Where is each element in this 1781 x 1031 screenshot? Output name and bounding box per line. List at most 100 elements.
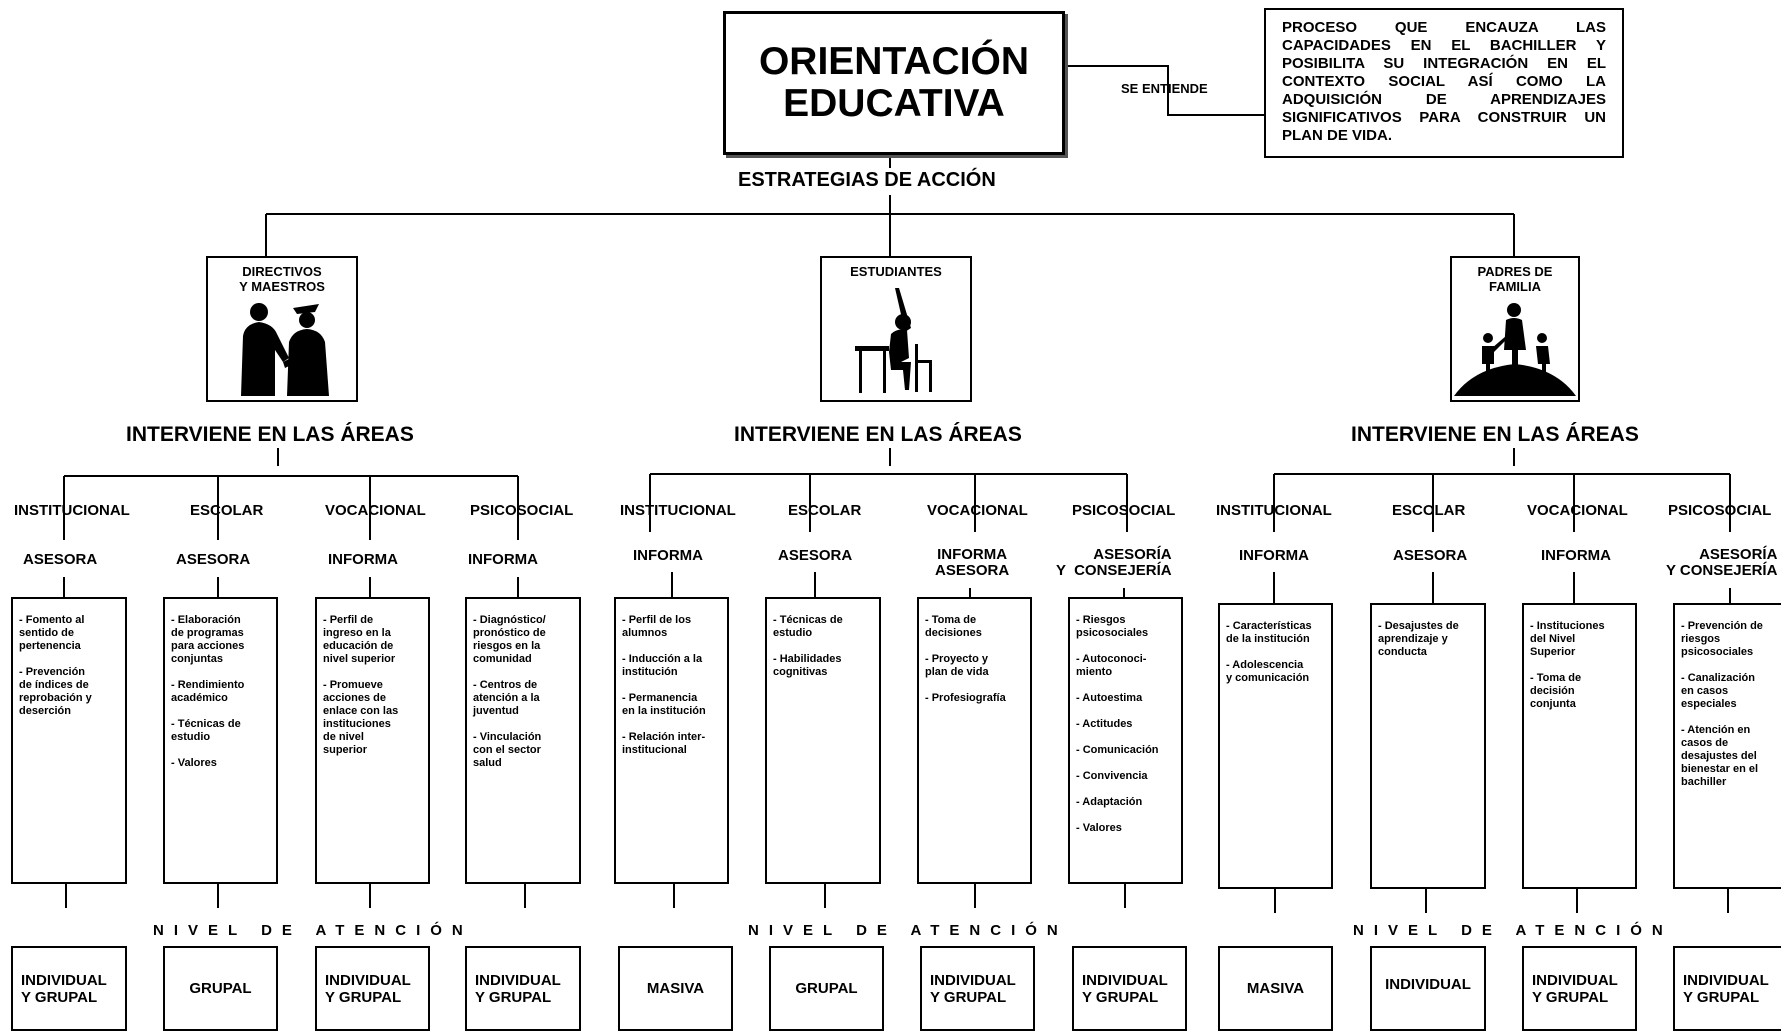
list-item: - Adolescencia y comunicación [1226,659,1310,684]
list-item: - Valores [171,757,217,769]
area-name: VOCACIONAL [1527,502,1628,519]
content-box: - Riesgos psicosociales - Autoconoci- mi… [1068,597,1183,884]
level-text: INDIVIDUAL Y GRUPAL [21,971,107,1006]
list-item: - Perfil de ingreso en la educación de n… [323,614,396,665]
definition-text: PROCESO QUE ENCAUZA LAS CAPACIDADES EN E… [1282,19,1606,144]
level-text: INDIVIDUAL Y GRUPAL [1532,971,1618,1006]
handshake-icon [241,303,329,396]
family-icon [1454,303,1576,396]
area-name: PSICOSOCIAL [1072,502,1176,519]
group-label: ESTUDIANTES [850,264,942,279]
level-box: MASIVA [1218,946,1333,1031]
area-name: INSTITUCIONAL [620,502,736,519]
list-item: - Comunicación [1076,744,1159,756]
list-item: - Habilidades cognitivas [773,653,842,678]
level-box: INDIVIDUAL Y GRUPAL [920,946,1035,1031]
list-item: - Canalización en casos especiales [1681,672,1755,710]
list-item: - Inducción a la institución [622,653,703,678]
list-item: - Instituciones del Nivel Superior [1530,620,1605,658]
group-box-estudiantes: ESTUDIANTES [820,256,972,402]
list-item: - Perfil de los alumnos [622,614,692,639]
list-item: - Vinculación con el sector salud [473,731,542,769]
intervene-label: INTERVIENE EN LAS ÁREAS [734,423,1022,446]
level-box: GRUPAL [163,946,278,1031]
area-action: INFORMA ASESORA [935,546,1010,579]
list-item: - Toma de decisión conjunta [1530,672,1582,710]
student-icon [855,288,932,393]
area-name: PSICOSOCIAL [1668,502,1772,519]
group-box-directivos: DIRECTIVOS Y MAESTROS [206,256,358,402]
area-action: ASESORA [1393,547,1468,564]
list-item: - Prevención de índices de reprobación y… [19,666,92,717]
diagram-title: ORIENTACIÓN EDUCATIVA [723,11,1065,155]
group-box-padres: PADRES DE FAMILIA [1450,256,1580,402]
area-action: INFORMA [633,547,703,564]
intervene-label: INTERVIENE EN LAS ÁREAS [126,423,414,446]
group-label: PADRES DE FAMILIA [1477,264,1553,294]
list-item: - Autoestima [1076,692,1143,704]
level-box: GRUPAL [769,946,884,1031]
list-item: - Valores [1076,822,1122,834]
area-name: VOCACIONAL [325,502,426,519]
definition-box: PROCESO QUE ENCAUZA LAS CAPACIDADES EN E… [1264,8,1624,158]
list-item: - Proyecto y plan de vida [925,653,989,678]
list-item: - Riesgos psicosociales [1076,614,1149,639]
level-box: INDIVIDUAL Y GRUPAL [465,946,581,1031]
level-box: INDIVIDUAL Y GRUPAL [1522,946,1637,1031]
level-box: INDIVIDUAL [1370,946,1486,1031]
list-item: - Autoconoci- miento [1076,653,1147,678]
level-text: INDIVIDUAL Y GRUPAL [325,971,411,1006]
list-item: - Profesiografía [925,692,1006,704]
area-name: VOCACIONAL [927,502,1028,519]
list-item: - Promueve acciones de enlace con las in… [323,679,399,756]
area-action: INFORMA [468,551,538,568]
intervene-label: INTERVIENE EN LAS ÁREAS [1351,423,1639,446]
title-text: ORIENTACIÓN EDUCATIVA [758,40,1030,125]
list-item: - Centros de atención a la juventud [473,679,540,717]
content-box: - Fomento al sentido de pertenencia - Pr… [11,597,127,884]
content-box: - Perfil de los alumnos - Inducción a la… [614,597,729,884]
content-box: - Características de la institución - Ad… [1218,603,1333,889]
list-item: - Fomento al sentido de pertenencia [19,614,85,652]
area-name: ESCOLAR [788,502,862,519]
area-action: INFORMA [1239,547,1309,564]
area-action: INFORMA [1541,547,1611,564]
content-box: - Prevención de riesgos psicosociales - … [1673,603,1781,889]
level-text: GRUPAL [795,980,858,997]
content-box: - Perfil de ingreso en la educación de n… [315,597,430,884]
content-box: - Toma de decisiones - Proyecto y plan d… [917,597,1032,884]
list-item: - Toma de decisiones [925,614,982,639]
area-name: PSICOSOCIAL [470,502,574,519]
list-item: - Atención en casos de desajustes del bi… [1681,724,1759,788]
content-box: - Desajustes de aprendizaje y conducta [1370,603,1486,889]
level-box: INDIVIDUAL Y GRUPAL [11,946,127,1031]
list-item: - Permanencia en la institución [622,692,706,717]
area-action: ASESORA [23,551,98,568]
level-box: INDIVIDUAL Y GRUPAL [1072,946,1187,1031]
area-name: ESCOLAR [190,502,264,519]
list-item: - Prevención de riesgos psicosociales [1681,620,1763,658]
list-item: - Desajustes de aprendizaje y conducta [1378,620,1459,658]
area-action: ASESORÍA Y CONSEJERÍA [1056,546,1172,579]
list-item: - Técnicas de estudio [171,718,241,743]
area-name: ESCOLAR [1392,502,1466,519]
level-text: INDIVIDUAL Y GRUPAL [1683,971,1769,1006]
se-entiende-label: SE ENTIENDE [1121,81,1208,96]
list-item: - Técnicas de estudio [773,614,843,639]
list-item: - Relación inter- institucional [622,731,706,756]
list-item: - Diagnóstico/ pronóstico de riesgos en … [473,614,546,665]
level-text: INDIVIDUAL Y GRUPAL [1082,971,1168,1006]
area-action: ASESORA [176,551,251,568]
area-action: ASESORÍA Y CONSEJERÍA [1666,546,1778,579]
level-text: INDIVIDUAL Y GRUPAL [475,971,561,1006]
area-name: INSTITUCIONAL [1216,502,1332,519]
area-name: INSTITUCIONAL [14,502,130,519]
area-action: ASESORA [778,547,853,564]
list-item: - Rendimiento académico [171,679,245,704]
level-text: INDIVIDUAL [1385,976,1471,993]
content-box: - Técnicas de estudio - Habilidades cogn… [765,597,881,884]
level-text: MASIVA [646,980,705,997]
area-action: INFORMA [328,551,398,568]
content-box: - Diagnóstico/ pronóstico de riesgos en … [465,597,581,884]
